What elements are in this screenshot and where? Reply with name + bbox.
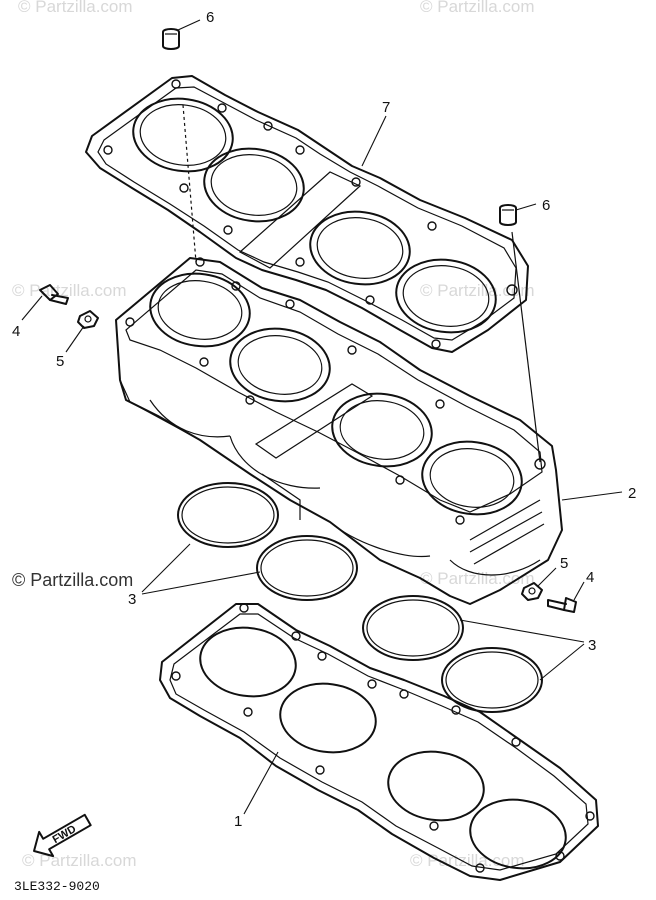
callout-6-right: 6 xyxy=(542,197,550,214)
callout-5-right: 5 xyxy=(560,555,568,572)
leader-7 xyxy=(361,115,387,167)
dowel-pin-right xyxy=(499,204,517,226)
watermark-mid-left: © Partzilla.com xyxy=(12,281,127,300)
dowel-pin-top xyxy=(162,28,180,50)
bolt-right xyxy=(547,597,577,613)
watermark-bottom-right: © Partzilla.com xyxy=(410,851,525,870)
watermark-top-left: © Partzilla.com xyxy=(18,0,133,16)
watermark-mid-right: © Partzilla.com xyxy=(420,281,535,300)
callout-4-left: 4 xyxy=(12,323,20,340)
leader-3-left-b xyxy=(141,571,261,595)
diagram-code: 3LE332-9020 xyxy=(14,879,100,894)
callout-7: 7 xyxy=(382,99,390,116)
leader-3-right-a xyxy=(459,619,585,643)
top-head-gasket xyxy=(85,75,529,353)
watermark-bottom-left: © Partzilla.com xyxy=(22,851,137,870)
o-ring-4 xyxy=(441,647,543,713)
nut-right xyxy=(521,582,543,601)
bolt-left xyxy=(39,284,69,305)
leader-2 xyxy=(561,491,623,501)
callout-3-left: 3 xyxy=(128,591,136,608)
leader-5-left xyxy=(65,325,85,353)
leader-3-right-b xyxy=(539,643,585,681)
o-ring-2 xyxy=(256,535,358,601)
leader-6-top xyxy=(177,19,201,31)
fwd-label: FWD xyxy=(51,823,79,846)
o-ring-3 xyxy=(362,595,464,661)
watermark-top-right: © Partzilla.com xyxy=(420,0,535,16)
o-ring-1 xyxy=(177,482,279,548)
callout-5-left: 5 xyxy=(56,353,64,370)
callout-3-right: 3 xyxy=(588,637,596,654)
leader-5-right xyxy=(537,567,557,587)
cylinder-block xyxy=(115,257,563,605)
alignment-line-right xyxy=(511,231,541,463)
callout-2: 2 xyxy=(628,485,636,502)
callout-1: 1 xyxy=(234,813,242,830)
leader-4-left xyxy=(21,295,43,321)
watermark-main: © Partzilla.com xyxy=(12,570,133,590)
alignment-line-left xyxy=(182,104,197,263)
nut-left xyxy=(77,310,99,329)
leader-3-left-a xyxy=(141,543,191,593)
leader-1 xyxy=(243,751,279,815)
callout-6-top: 6 xyxy=(206,9,214,26)
leader-4-right xyxy=(573,581,585,601)
leader-6-right xyxy=(515,203,537,211)
callout-4-right: 4 xyxy=(586,569,594,586)
bottom-base-gasket xyxy=(159,603,599,881)
